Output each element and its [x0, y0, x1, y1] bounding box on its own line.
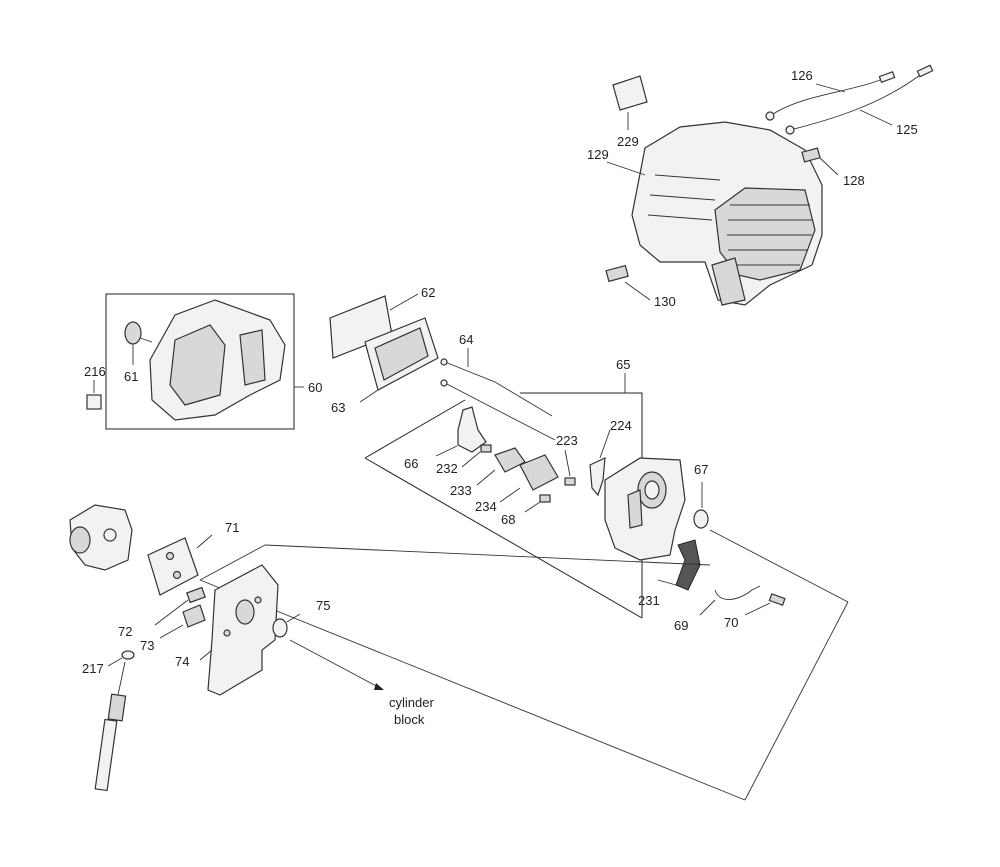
gasket-216 [86, 394, 102, 410]
label-232: 232 [436, 461, 458, 476]
label-60: 60 [308, 380, 322, 395]
box-60 [105, 293, 295, 430]
label-61: 61 [124, 369, 138, 384]
label-64: 64 [459, 332, 473, 347]
clip-73 [182, 604, 206, 628]
label-129: 129 [587, 147, 609, 162]
bracket-body [604, 457, 686, 561]
cylinder-block-line1: cylinder [389, 695, 434, 710]
engine-cover-handle [711, 257, 746, 306]
label-71: 71 [225, 520, 239, 535]
label-72: 72 [118, 624, 132, 639]
label-66: 66 [404, 456, 418, 471]
spacer-234 [519, 454, 559, 491]
label-130: 130 [654, 294, 676, 309]
carburetor [69, 504, 133, 571]
wires-125-126 [765, 64, 934, 135]
bracket-box-65 [364, 373, 643, 619]
air-cleaner-case-group [86, 293, 304, 430]
filters-group [329, 293, 439, 403]
label-70: 70 [724, 615, 738, 630]
label-62: 62 [421, 285, 435, 300]
o-ring-67 [693, 509, 709, 529]
lever-224 [589, 457, 606, 497]
label-63: 63 [331, 400, 345, 415]
small-parts-group [435, 406, 611, 513]
label-216: 216 [84, 364, 106, 379]
carburetor-group [69, 504, 384, 792]
label-231: 231 [638, 593, 660, 608]
washer-217 [121, 650, 135, 660]
label-74: 74 [175, 654, 189, 669]
spacer-233 [494, 447, 526, 473]
screw-223 [564, 477, 576, 486]
label-234: 234 [475, 499, 497, 514]
label-69: 69 [674, 618, 688, 633]
label-224: 224 [610, 418, 632, 433]
engine-cover-group [605, 64, 934, 306]
cylinder-block-line2: block [394, 712, 425, 727]
screw-128 [801, 147, 839, 176]
bolts-64 [440, 348, 556, 441]
label-65: 65 [616, 357, 630, 372]
label-223: 223 [556, 433, 578, 448]
insulator-74 [207, 564, 279, 696]
air-cleaner-bracket [604, 457, 701, 591]
label-229: 229 [617, 134, 639, 149]
throttle-cable [94, 661, 127, 792]
stud-72 [154, 586, 206, 626]
label-68: 68 [501, 512, 515, 527]
engine-cover-vent [714, 187, 816, 281]
screw-232 [480, 444, 492, 453]
label-233: 233 [450, 483, 472, 498]
label-67: 67 [694, 462, 708, 477]
label-217: 217 [82, 661, 104, 676]
label-75: 75 [316, 598, 330, 613]
decal-229 [612, 75, 648, 111]
pipe-69 [699, 585, 761, 616]
o-ring-75 [272, 618, 288, 638]
screw-68 [539, 494, 551, 503]
label-73: 73 [140, 638, 154, 653]
screw-70 [744, 593, 786, 616]
label-126: 126 [791, 68, 813, 83]
label-125: 125 [896, 122, 918, 137]
label-128: 128 [843, 173, 865, 188]
knob-61 [124, 321, 153, 365]
screw-130 [605, 264, 651, 301]
gasket-71 [147, 537, 199, 596]
part-labels: 126 125 229 129 128 130 62 64 65 216 61 … [82, 68, 918, 727]
plate-66 [457, 406, 487, 453]
